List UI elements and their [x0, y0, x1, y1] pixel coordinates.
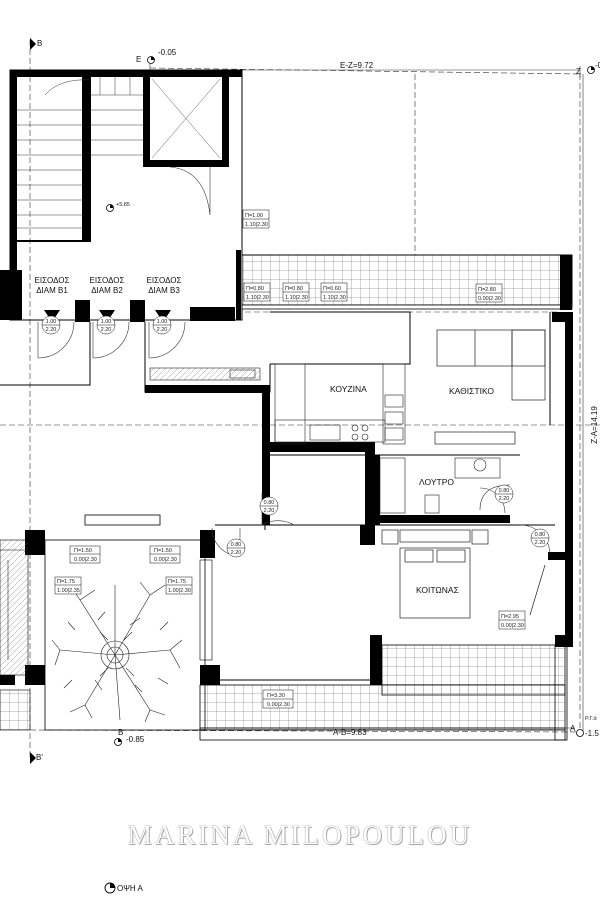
sofa [434, 329, 546, 445]
view-label: ΟΨΗ Α [117, 884, 143, 893]
kitchen-furniture [149, 363, 406, 445]
level-bottom: -0.85 [126, 735, 145, 744]
svg-text:0.80: 0.80 [264, 500, 275, 506]
svg-text:0.00|2.30: 0.00|2.30 [74, 557, 97, 563]
svg-text:Π=0.80: Π=0.80 [246, 286, 264, 292]
tree [51, 581, 183, 723]
corner-a-right: A [570, 724, 576, 733]
svg-text:ΔΙΑΜ Β1: ΔΙΑΜ Β1 [36, 286, 68, 295]
door-tag-labels: 1.00 2.20 1.00 2.20 1.00 2.20 0.80 2.20 … [46, 319, 546, 556]
level-rg: P.Γ.ά [585, 715, 597, 722]
bottom-right-terrace [199, 644, 568, 741]
svg-text:Π=2.95: Π=2.95 [501, 614, 519, 620]
entrance-labels: ΕΙΣΟΔΟΣ ΔΙΑΜ Β1 ΕΙΣΟΔΟΣ ΔΙΑΜ Β2 ΕΙΣΟΔΟΣ … [35, 276, 182, 295]
svg-text:Π=1.50: Π=1.50 [154, 548, 172, 554]
svg-text:2.20: 2.20 [264, 508, 275, 514]
dim-top: E-Z=9.72 [340, 61, 374, 70]
svg-text:Π=3.30: Π=3.30 [267, 693, 285, 699]
room-living: ΚΑΘΙΣΤΙΚΟ [449, 386, 494, 396]
svg-text:ΕΙΣΟΔΟΣ: ΕΙΣΟΔΟΣ [35, 276, 70, 285]
dim-bottom: A-B=9.83 [333, 728, 367, 737]
window-tag-labels: Π=1.00 1.10|2.30 Π=0.80 1.10|2.30 Π=0.80… [57, 213, 524, 708]
svg-text:ΔΙΑΜ Β2: ΔΙΑΜ Β2 [91, 286, 123, 295]
svg-text:0.80: 0.80 [535, 532, 546, 538]
thick-walls [0, 312, 573, 685]
svg-text:ΔΙΑΜ Β3: ΔΙΑΜ Β3 [148, 286, 180, 295]
level-stair: +5.85 [116, 202, 130, 208]
svg-text:Π=1.75: Π=1.75 [168, 579, 186, 585]
svg-text:1.00: 1.00 [46, 319, 57, 325]
room-bedroom: ΚΟΙΤΩΝΑΣ [416, 585, 459, 595]
svg-text:0.80: 0.80 [499, 488, 510, 494]
top-balcony [241, 254, 573, 310]
window-tags [54, 209, 526, 709]
svg-text:2.20: 2.20 [499, 496, 510, 502]
level-right-top: -0 [595, 61, 600, 70]
svg-text:Π=0.80: Π=0.80 [285, 286, 303, 292]
level-top: -0.05 [158, 48, 177, 57]
room-bath: ΛΟΥΤΡΟ [419, 477, 454, 487]
svg-text:1.10|2.30: 1.10|2.30 [245, 222, 268, 228]
svg-text:1.10|2.30: 1.10|2.30 [285, 295, 308, 301]
svg-text:Π=0.60: Π=0.60 [323, 286, 341, 292]
svg-text:2.20: 2.20 [46, 327, 57, 333]
svg-text:0.00|2.30: 0.00|2.30 [154, 557, 177, 563]
svg-text:2.20: 2.20 [231, 550, 242, 556]
level-right-bottom: -1.5 [585, 729, 599, 738]
corner-b-bottom: B [118, 728, 123, 737]
dim-top-marker: Z [576, 67, 581, 76]
svg-text:1.00|2.30: 1.00|2.30 [168, 588, 191, 594]
svg-text:1.00|2.35: 1.00|2.35 [57, 588, 80, 594]
svg-text:0.00|2.30: 0.00|2.30 [478, 296, 501, 302]
level-markers [106, 56, 595, 746]
svg-text:1.10|2.30: 1.10|2.30 [323, 295, 346, 301]
staircase [0, 69, 243, 322]
corner-b-top: B [37, 39, 42, 48]
svg-text:ΕΙΣΟΔΟΣ: ΕΙΣΟΔΟΣ [147, 276, 182, 285]
door-tags [41, 315, 550, 558]
svg-text:0.80: 0.80 [231, 542, 242, 548]
svg-text:Π=1.50: Π=1.50 [74, 548, 92, 554]
section-markers [30, 38, 116, 894]
svg-text:0.00|2.30: 0.00|2.30 [501, 623, 524, 629]
walls [0, 311, 555, 681]
room-kitchen: ΚΟΥΖΙΝΑ [330, 384, 367, 394]
corner-b-prime: B' [36, 753, 43, 762]
svg-text:Π=2.80: Π=2.80 [478, 287, 496, 293]
svg-text:1.00: 1.00 [157, 319, 168, 325]
svg-text:ΕΙΣΟΔΟΣ: ΕΙΣΟΔΟΣ [90, 276, 125, 285]
svg-text:2.20: 2.20 [157, 327, 168, 333]
svg-text:Π=1.00: Π=1.00 [245, 213, 263, 219]
dim-right: Z-A=14.19 [590, 406, 599, 444]
corner-e-top: E [136, 55, 141, 64]
svg-text:1.00: 1.00 [101, 319, 112, 325]
svg-text:0.00|2.30: 0.00|2.30 [267, 702, 290, 708]
bed [381, 529, 546, 619]
svg-text:2.20: 2.20 [535, 540, 546, 546]
bottom-terrace [0, 514, 213, 731]
svg-text:1.10|2.30: 1.10|2.30 [246, 295, 269, 301]
watermark: MARINA MILOPOULOU [127, 820, 473, 850]
svg-text:2.20: 2.20 [101, 327, 112, 333]
svg-text:Π=1.75: Π=1.75 [57, 579, 75, 585]
